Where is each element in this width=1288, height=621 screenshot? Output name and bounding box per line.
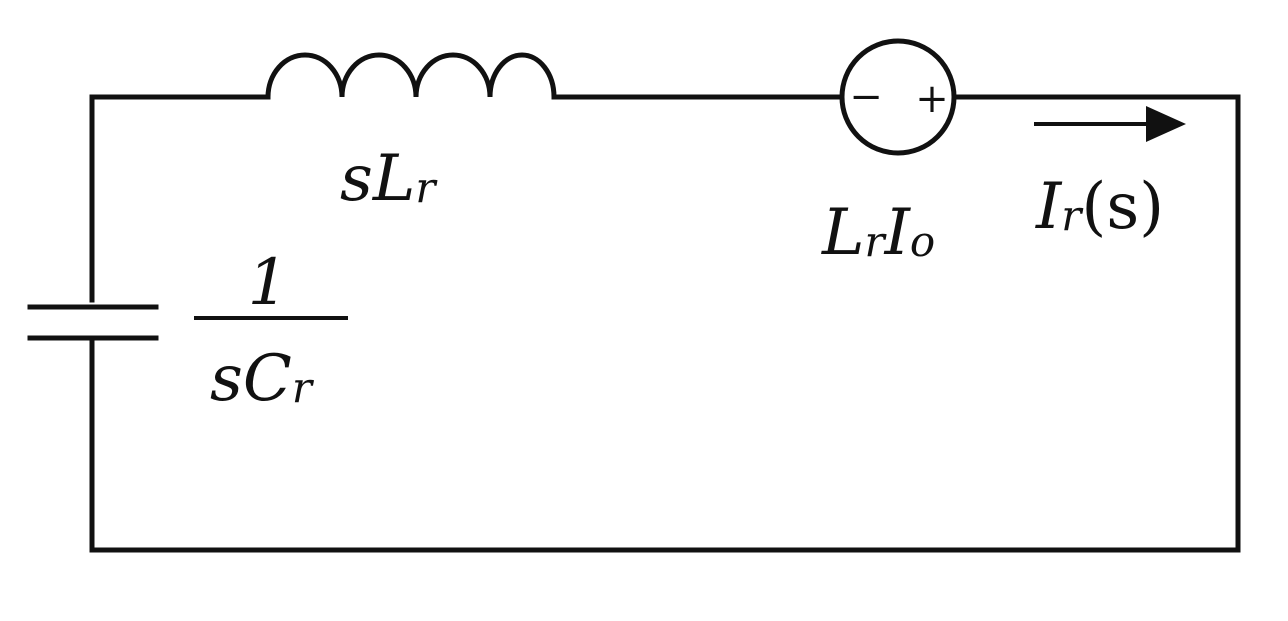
inductor [265,52,557,100]
inductor-label-main: sL [340,142,415,216]
source-plus-sign: + [915,76,949,122]
source-minus-sign: − [849,74,883,120]
inductor-label-sub: r [415,163,438,212]
inductor-label: sLr [340,142,438,216]
current-arrow-head [1146,106,1186,142]
capacitor-label-denominator-main: sC [210,342,292,416]
capacitor-label-denominator: sCr [210,342,315,416]
source-label-sub2: o [910,217,935,266]
source-label: LrIo [821,196,935,270]
source-label-main2: I [884,196,912,270]
current-label-main: I [1035,170,1063,244]
capacitor-label-numerator: 1 [248,246,289,320]
current-label-arg: (s) [1081,170,1164,244]
current-label-sub: r [1061,191,1084,240]
wire-left-upper [89,94,271,303]
source-label-main1: L [821,196,865,270]
current-label: Ir(s) [1035,170,1164,244]
source-label-sub1: r [865,217,888,266]
capacitor-label-denominator-sub: r [292,363,315,412]
wire-right [89,94,1241,553]
